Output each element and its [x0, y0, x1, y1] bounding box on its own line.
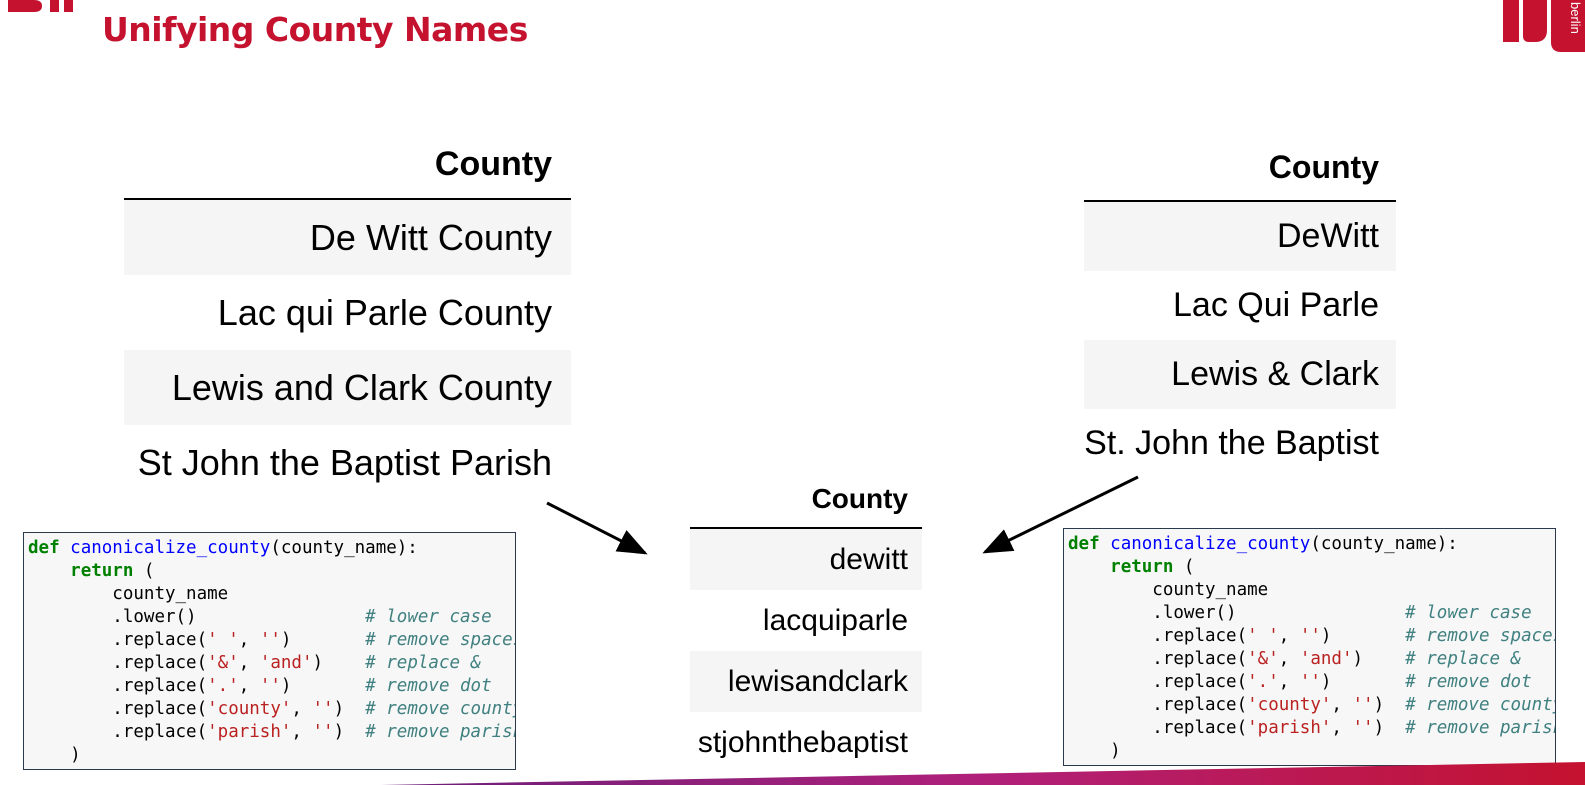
code-comment: # remove county — [365, 699, 516, 719]
code-comment: # remove dot — [1405, 672, 1532, 692]
code-method: .replace( — [112, 653, 208, 673]
table-cell: lewisandclark — [690, 651, 922, 712]
table-cell: stjohnthebaptist — [697, 725, 908, 759]
code-string: 'county' — [207, 699, 292, 719]
code-keyword: return — [1110, 557, 1174, 577]
code-string: 'parish' — [207, 722, 292, 742]
raw-county-table-right: County DeWitt Lac Qui Parle Lewis & Clar… — [1084, 134, 1396, 478]
decorative-bottom-bar — [380, 762, 1585, 785]
code-block-right: def canonicalize_county(county_name): re… — [1063, 528, 1556, 766]
code-comment: # replace & — [365, 653, 482, 673]
table-row: De Witt County — [124, 199, 571, 275]
code-paren: ) — [1110, 741, 1121, 761]
table-row: Lewis & Clark — [1084, 340, 1396, 409]
code-comment: # remove parish — [1405, 718, 1556, 738]
table-row: St John the Baptist Parish — [124, 425, 571, 500]
code-keyword: def — [28, 538, 60, 558]
table-row: St. John the Baptist — [1084, 409, 1396, 478]
code-method: .replace( — [112, 722, 208, 742]
code-string: '&' — [207, 653, 239, 673]
code-string: '.' — [1247, 672, 1279, 692]
code-string: 'and' — [1299, 649, 1353, 669]
table-row: stjohnthebaptist — [690, 712, 922, 773]
column-header: County — [124, 130, 571, 200]
code-function-name: canonicalize_county — [70, 538, 271, 558]
table-cell: Lac qui Parle County — [217, 291, 552, 333]
code-method: .replace( — [1152, 649, 1248, 669]
university-logo-text: berlin — [1568, 2, 1583, 34]
code-comment: # lower case — [1405, 603, 1532, 623]
column-header: County — [690, 470, 922, 529]
code-comment: # remove dot — [365, 676, 492, 696]
code-string: '' — [1299, 672, 1321, 692]
canonical-county-table: County dewitt lacquiparle lewisandclark … — [690, 470, 922, 773]
table-cell: dewitt — [690, 528, 922, 590]
table-cell: Lewis & Clark — [1084, 340, 1396, 409]
code-paren: ) — [70, 745, 81, 765]
code-string: ' ' — [1247, 626, 1279, 646]
code-signature: (county_name): — [1310, 534, 1458, 554]
code-variable: county_name — [112, 584, 229, 604]
code-method: .replace( — [112, 630, 208, 650]
code-string: 'and' — [259, 653, 313, 673]
code-method: .replace( — [1152, 672, 1248, 692]
code-signature: (county_name): — [270, 538, 418, 558]
university-logo: berlin — [1503, 0, 1585, 52]
table-cell: De Witt County — [124, 199, 571, 275]
table-row: lacquiparle — [690, 590, 922, 651]
code-comment: # remove county — [1405, 695, 1556, 715]
table-row: Lac Qui Parle — [1084, 271, 1396, 340]
table-cell: DeWitt — [1084, 201, 1396, 271]
code-string: '' — [312, 722, 334, 742]
code-method: .replace( — [1152, 626, 1248, 646]
table-cell: St. John the Baptist — [1084, 424, 1379, 462]
code-string: 'county' — [1247, 695, 1332, 715]
code-method: .replace( — [112, 699, 208, 719]
code-string: '' — [1352, 695, 1374, 715]
slide-title: Unifying County Names — [102, 10, 528, 49]
code-method: .replace( — [1152, 695, 1248, 715]
table-row: Lac qui Parle County — [124, 275, 571, 350]
column-header: County — [1084, 134, 1396, 202]
code-method: .lower() — [112, 607, 197, 627]
code-string: '' — [259, 676, 281, 696]
table-cell: St John the Baptist Parish — [137, 441, 552, 483]
arrow-left-to-middle — [546, 501, 648, 555]
code-paren: ( — [133, 561, 155, 581]
table-row: DeWitt — [1084, 201, 1396, 271]
code-string: '' — [312, 699, 334, 719]
raw-county-table-left: County De Witt County Lac qui Parle Coun… — [124, 130, 571, 500]
table-cell: lacquiparle — [762, 603, 908, 637]
code-string: '' — [259, 630, 281, 650]
code-paren: ( — [1173, 557, 1195, 577]
code-variable: county_name — [1152, 580, 1269, 600]
table-row: lewisandclark — [690, 651, 922, 712]
table-cell: Lac Qui Parle — [1173, 286, 1379, 324]
table-row: dewitt — [690, 528, 922, 590]
code-method: .lower() — [1152, 603, 1237, 623]
code-method: .replace( — [112, 676, 208, 696]
code-string: ' ' — [207, 630, 239, 650]
code-method: .replace( — [1152, 718, 1248, 738]
table-cell: Lewis and Clark County — [124, 350, 571, 425]
code-comment: # remove spaces — [1405, 626, 1556, 646]
code-string: '' — [1299, 626, 1321, 646]
code-string: '&' — [1247, 649, 1279, 669]
code-keyword: def — [1068, 534, 1100, 554]
code-string: '.' — [207, 676, 239, 696]
institution-logo-left — [8, 0, 73, 12]
table-row: Lewis and Clark County — [124, 350, 571, 425]
code-string: '' — [1352, 718, 1374, 738]
code-keyword: return — [70, 561, 134, 581]
code-comment: # lower case — [365, 607, 492, 627]
code-block-left: def canonicalize_county(county_name): re… — [23, 532, 516, 770]
code-string: 'parish' — [1247, 718, 1332, 738]
code-comment: # replace & — [1405, 649, 1522, 669]
code-comment: # remove spaces — [365, 630, 516, 650]
code-function-name: canonicalize_county — [1110, 534, 1311, 554]
code-comment: # remove parish — [365, 722, 516, 742]
